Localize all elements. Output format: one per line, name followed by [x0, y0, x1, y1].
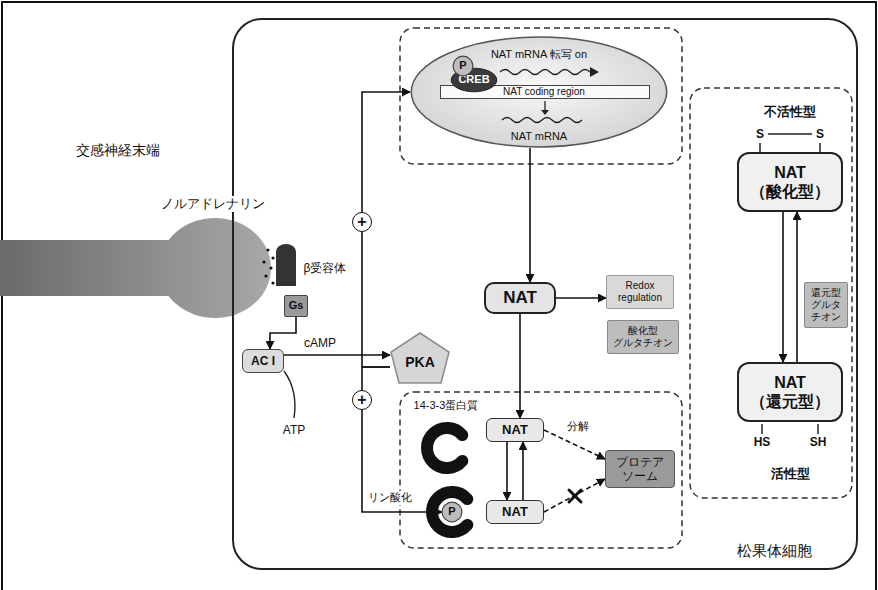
dashed-region — [400, 392, 682, 548]
state-label: 不活性型 — [764, 104, 816, 120]
redox-box: Redox regulation — [606, 275, 674, 309]
nucleus-ellipse — [411, 37, 666, 147]
sulfur-label: S — [756, 127, 764, 141]
dashed-region — [690, 88, 852, 498]
structure-label: 交感神経末端 — [76, 142, 160, 159]
node-text: NAT （酸化型） — [745, 163, 835, 201]
thiol-label: SH — [810, 435, 827, 449]
nat-box: NAT — [486, 500, 544, 524]
node-text: NAT mRNA — [511, 130, 567, 143]
arrow-connector — [544, 430, 605, 459]
edge-label: リン酸化 — [366, 491, 414, 504]
arrow-connector — [519, 314, 521, 418]
node-text: NAT — [502, 504, 528, 520]
arrow-connector — [529, 148, 531, 282]
molecule-label: ノルアドレナリン — [159, 196, 267, 212]
phosphate-circle: P — [442, 502, 462, 522]
nerve-terminal — [159, 218, 271, 318]
node-text: NAT （還元型） — [745, 373, 835, 411]
dashed-region — [400, 28, 682, 164]
node-text: Redox regulation — [611, 280, 669, 304]
nerve-axon — [0, 240, 175, 296]
phosphate-circle — [442, 502, 462, 522]
transcription-wave — [500, 70, 590, 75]
protein-label: 14-3-3蛋白質 — [414, 399, 479, 412]
mrna-wave — [502, 118, 582, 123]
phosphate-circle — [453, 56, 473, 76]
nat-oxidized-box: NAT （酸化型） — [737, 152, 843, 212]
adenylate-cyclase: AC I — [242, 349, 284, 373]
pka-pentagon: PKA — [390, 332, 450, 384]
node-text: 酸化型 グルタチオン — [612, 325, 674, 349]
receptor-label: β受容体 — [304, 261, 347, 275]
beta-receptor — [276, 244, 296, 286]
protein-14-3-3 — [427, 428, 462, 468]
arrow-connector — [544, 479, 605, 512]
cell-label: 松果体細胞 — [737, 542, 812, 560]
plus-sign: + — [352, 212, 372, 232]
node-text: NAT mRNA 転写 on — [491, 48, 587, 61]
nat-reduced-box: NAT （還元型） — [737, 362, 843, 422]
glutathione-box: 還元型 グルタ チオン — [804, 282, 848, 328]
nucleus-ellipse: PCREBNAT coding regionNAT mRNA 転写 onNAT … — [410, 36, 668, 148]
arrow-connector — [556, 297, 606, 299]
cell-outline: PCREBNAT coding regionNAT mRNA 転写 onNAT … — [232, 18, 858, 570]
node-text: 還元型 グルタ チオン — [809, 287, 843, 323]
mrna-arrowhead — [541, 110, 549, 115]
edge-label: cAMP — [302, 336, 338, 350]
arrow-connector — [506, 442, 508, 500]
noradrenaline-dots — [262, 248, 274, 284]
node-text: Gs — [289, 299, 304, 312]
gs-protein: Gs — [284, 295, 308, 317]
arrow-connector — [522, 442, 524, 500]
proteasome-box: プロテア ソーム — [605, 450, 675, 489]
sulfur-label: S — [816, 127, 824, 141]
node-text: プロテア ソーム — [610, 455, 670, 484]
node-text: P — [459, 59, 466, 72]
arrow-connector — [782, 212, 784, 362]
arrow-connector — [270, 317, 296, 349]
nat-box: NAT — [486, 418, 544, 442]
phosphate-circle: P — [453, 56, 473, 76]
atp-curve — [284, 371, 295, 418]
mrna-arrow — [544, 101, 545, 110]
node-text: NAT — [503, 288, 537, 308]
arrow-connector — [362, 367, 442, 512]
node-text: P — [448, 505, 455, 518]
node-text: NAT — [502, 422, 528, 438]
arrow-connector — [284, 354, 390, 356]
arrow-connector — [796, 212, 798, 362]
node-text: AC I — [251, 354, 275, 368]
node-text: PKA — [405, 354, 435, 371]
pka-pentagon — [391, 333, 449, 383]
node-text: NAT coding region — [503, 86, 585, 98]
molecule-label: ATP — [283, 423, 305, 437]
state-label: 活性型 — [771, 466, 810, 482]
transcription-arrowhead — [590, 67, 599, 77]
nucleus-fill — [412, 37, 667, 147]
plus-sign: + — [352, 390, 372, 410]
nat-box: NAT — [484, 282, 556, 314]
glutathione-box: 酸化型 グルタチオン — [607, 320, 679, 354]
thiol-label: HS — [754, 435, 771, 449]
creb-protein — [451, 68, 497, 92]
arrow-connector — [362, 92, 410, 367]
edge-label: 分解 — [565, 420, 591, 433]
